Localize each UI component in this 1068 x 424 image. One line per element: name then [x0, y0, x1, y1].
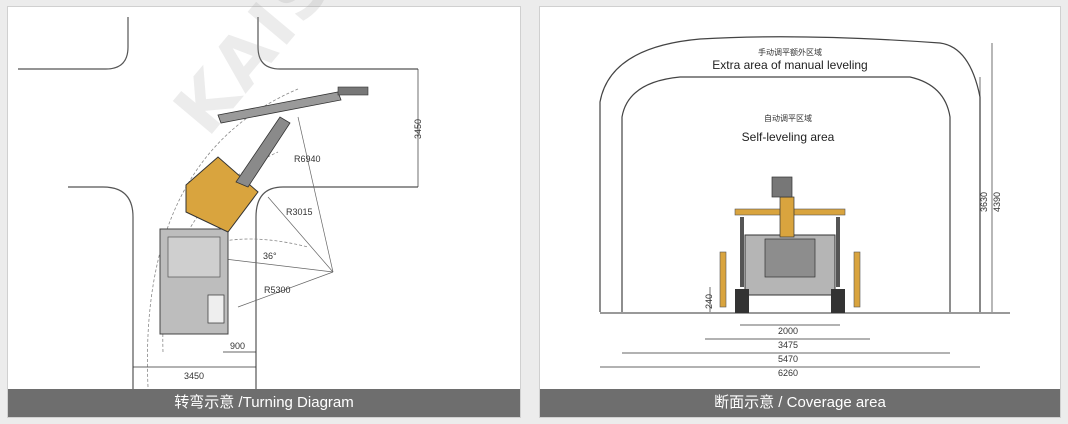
label-self-cn: 自动调平区域	[764, 113, 812, 123]
wheel-right	[831, 289, 845, 313]
machine-cab	[207, 294, 225, 324]
machine	[159, 86, 369, 335]
leg-right	[836, 217, 840, 287]
tunnel-edge-top-left	[18, 17, 129, 70]
caption-coverage-area: 断面示意 / Coverage area	[540, 389, 1060, 417]
dim-w4: 6260	[778, 368, 798, 378]
boom-upper	[217, 91, 342, 124]
machine-front-view	[719, 176, 861, 313]
label-extra-cn: 手动调平额外区域	[758, 47, 822, 57]
dim-h2: 4390	[992, 192, 1002, 212]
dim-h-low: 240	[704, 294, 714, 309]
coverage-drawing: 2000 3475 5470 6260 3630 4390 240 手动调平额外…	[599, 36, 1010, 378]
boom-tip	[337, 86, 369, 96]
machine-engine	[764, 238, 816, 278]
outline-self-leveling	[621, 76, 951, 312]
turning-diagram-drawing: R6940 R3015 R5300 36° 3450 3450 900	[18, 17, 423, 392]
outline-manual-leveling	[599, 36, 981, 312]
radius-lines	[207, 116, 334, 308]
dim-h1: 3630	[979, 192, 989, 212]
dim-offset: 900	[230, 341, 245, 351]
dim-angle: 36°	[263, 251, 277, 261]
dim-height: 3450	[413, 119, 423, 139]
dim-r-outer: R6940	[294, 154, 321, 164]
tunnel-edge-bottom-left	[68, 186, 134, 392]
boom-lower	[235, 116, 291, 188]
tunnel-edge-bottom-right	[255, 186, 418, 392]
coverage-area-panel: 2000 3475 5470 6260 3630 4390 240 手动调平额外…	[539, 6, 1061, 418]
leg-left	[740, 217, 744, 287]
drill-head	[771, 176, 793, 198]
label-self-en: Self-leveling area	[742, 130, 835, 144]
tunnel-outline	[18, 17, 418, 392]
dim-w1: 2000	[778, 326, 798, 336]
coverage-dimension-lines	[600, 43, 993, 368]
dim-w3: 5470	[778, 354, 798, 364]
tunnel-edge-top-right	[257, 17, 418, 70]
dim-w2: 3475	[778, 340, 798, 350]
machine-turret	[185, 156, 259, 233]
jack-left	[719, 251, 727, 308]
dimension-lines	[133, 69, 419, 368]
label-extra-en: Extra area of manual leveling	[712, 58, 867, 72]
boom-mast	[779, 196, 795, 238]
machine-engine-cover	[167, 236, 221, 278]
wheel-left	[735, 289, 749, 313]
dim-width-bottom: 3450	[184, 371, 204, 381]
turning-diagram-panel: R6940 R3015 R5300 36° 3450 3450 900 KAIS…	[7, 0, 521, 418]
dim-r-mid: R3015	[286, 207, 313, 217]
jack-right	[853, 251, 861, 308]
dim-r-inner: R5300	[264, 285, 291, 295]
caption-turning-diagram: 转弯示意 /Turning Diagram	[8, 389, 520, 417]
